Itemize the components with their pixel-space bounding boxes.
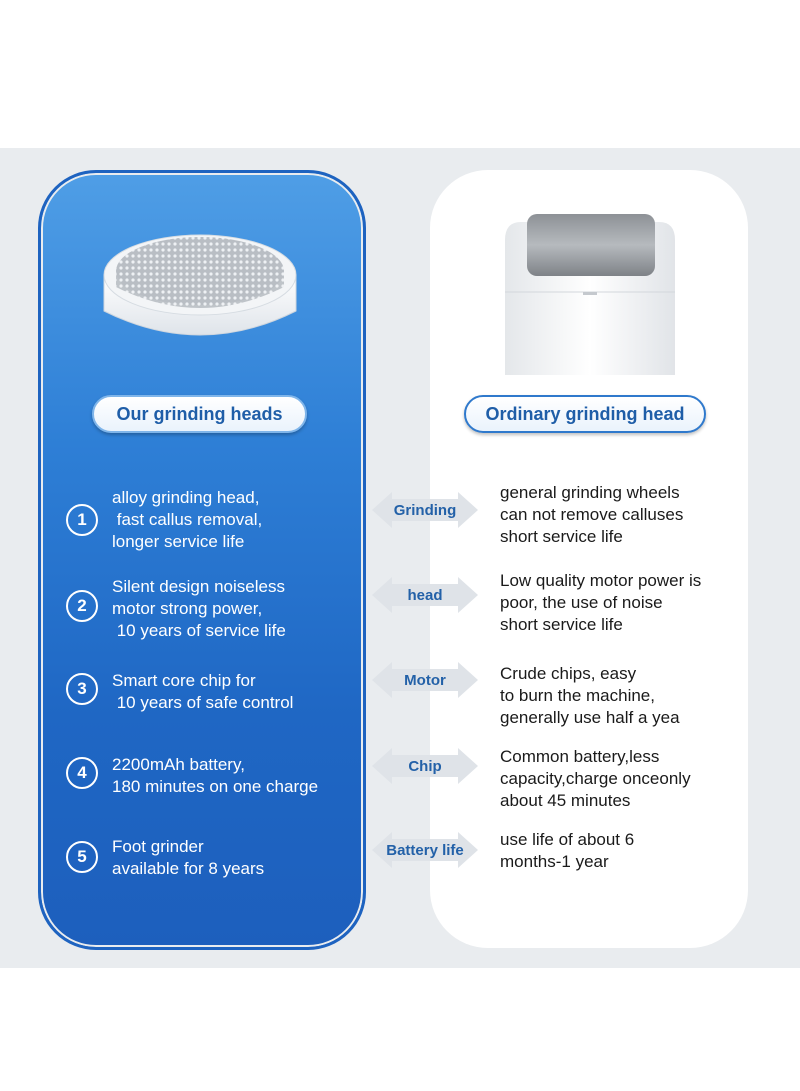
arrow-battery-life: Battery life — [372, 830, 478, 870]
number-badge: 1 — [66, 504, 98, 536]
arrow-motor: Motor — [372, 660, 478, 700]
number-badge: 2 — [66, 590, 98, 622]
feature-text: Smart core chip for 10 years of safe con… — [112, 671, 294, 712]
ordinary-item-3: Crude chips, easy to burn the machine, g… — [500, 664, 680, 727]
number-badge: 4 — [66, 757, 98, 789]
grinding-head-image — [103, 234, 297, 336]
arrow-label: head — [407, 586, 443, 604]
arrow-label: Motor — [404, 671, 446, 689]
feature-text: Silent design noiseless motor strong pow… — [112, 577, 286, 640]
arrow-grinding: Grinding — [372, 490, 478, 530]
double-arrow-icon — [372, 748, 478, 784]
number-badge: 5 — [66, 841, 98, 873]
feature-text: alloy grinding head, fast callus removal… — [112, 488, 263, 551]
feature-text: 2200mAh battery, 180 minutes on one char… — [112, 755, 319, 796]
number-badge: 3 — [66, 673, 98, 705]
ordinary-item-5: use life of about 6 months-1 year — [500, 830, 635, 871]
double-arrow-icon — [372, 492, 478, 528]
arrow-chip: Chip — [372, 746, 478, 786]
roller-device-image — [505, 214, 675, 375]
arrow-label: Grinding — [393, 501, 457, 519]
our-grinding-heads-label: Our grinding heads — [92, 395, 307, 433]
arrow-head: head — [372, 575, 478, 615]
ordinary-item-1: general grinding wheels can not remove c… — [500, 483, 684, 546]
double-arrow-icon — [372, 577, 478, 613]
feature-text: Foot grinder available for 8 years — [112, 837, 265, 878]
arrow-label: Chip — [408, 757, 442, 775]
double-arrow-icon — [372, 832, 478, 868]
ordinary-grinding-head-label: Ordinary grinding head — [464, 395, 706, 433]
arrow-label: Battery life — [386, 841, 464, 859]
double-arrow-icon — [372, 662, 478, 698]
ordinary-item-4: Common battery,less capacity,charge once… — [500, 747, 691, 810]
ordinary-item-2: Low quality motor power is poor, the use… — [500, 571, 702, 634]
